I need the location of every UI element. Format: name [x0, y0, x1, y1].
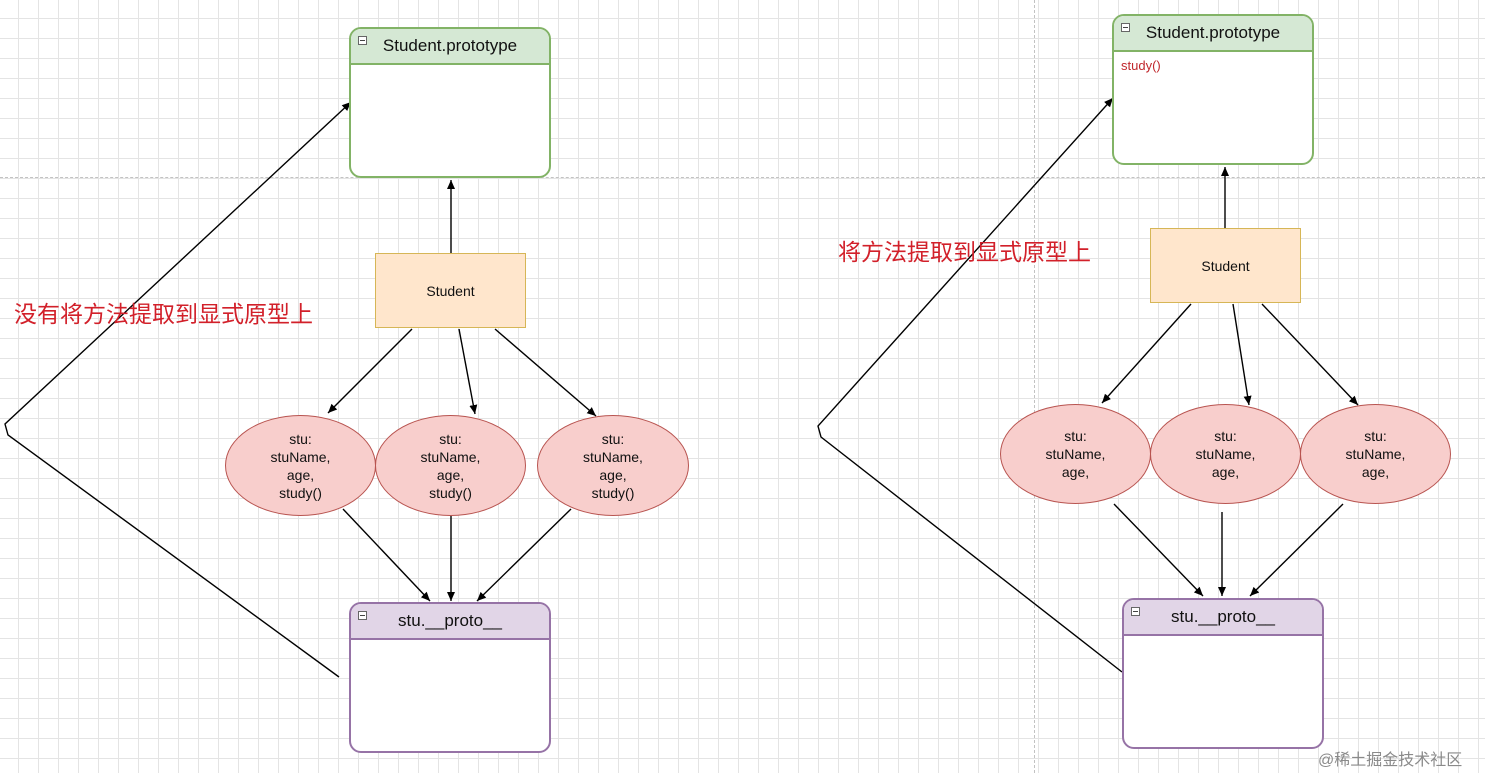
page-break-vertical [1034, 0, 1035, 773]
instance-line: stuName, [270, 448, 331, 465]
right-instance-3[interactable]: stu: stuName, age, [1300, 404, 1451, 504]
left-proto-box[interactable]: stu.__proto__ [349, 602, 551, 753]
edge-right-instance-3-to-proto[interactable] [1249, 503, 1344, 597]
collapse-icon[interactable] [1131, 607, 1140, 616]
instance-line: stuName, [1045, 446, 1106, 462]
instance-line: stu: [1214, 428, 1237, 444]
left-prototype-header[interactable]: Student.prototype [351, 29, 549, 65]
instance-line: age, [1361, 464, 1390, 480]
edge-left-instance-3-to-proto[interactable] [476, 508, 572, 602]
instance-line: stu: [601, 430, 625, 447]
edge-right-proto-to-prototype[interactable] [817, 97, 1123, 673]
left-proto-header[interactable]: stu.__proto__ [351, 604, 549, 640]
right-note: 将方法提取到显式原型上 [838, 239, 1091, 265]
edge-right-instance-1-to-proto[interactable] [1113, 503, 1204, 597]
right-prototype-title: Student.prototype [1145, 23, 1281, 42]
instance-line: age, [286, 466, 315, 483]
right-instance-2[interactable]: stu: stuName, age, [1150, 404, 1301, 504]
instance-line: stuName, [583, 448, 643, 465]
collapse-icon[interactable] [358, 611, 367, 620]
page-break-horizontal [0, 177, 1485, 178]
right-proto-box[interactable]: stu.__proto__ [1122, 598, 1324, 749]
edge-right-constructor-to-instance-2[interactable] [1232, 303, 1252, 406]
left-note: 没有将方法提取到显式原型上 [14, 301, 313, 327]
instance-line: study() [591, 484, 635, 501]
right-instance-1[interactable]: stu: stuName, age, [1000, 404, 1151, 504]
instance-line: stu: [289, 430, 312, 447]
right-prototype-box[interactable]: Student.prototype study() [1112, 14, 1314, 165]
edge-right-constructor-to-instance-3[interactable] [1261, 303, 1359, 406]
instance-line: stu: [439, 430, 462, 447]
edge-left-constructor-to-instance-1[interactable] [327, 328, 413, 414]
edge-left-constructor-to-instance-3[interactable] [494, 328, 597, 417]
right-prototype-members: study() [1121, 58, 1161, 73]
right-proto-title: stu.__proto__ [1171, 607, 1275, 626]
right-constructor-label: Student [1201, 257, 1250, 274]
collapse-icon[interactable] [1121, 23, 1130, 32]
left-instance-2[interactable]: stu: stuName, age, study() [375, 415, 526, 516]
instance-line: study() [429, 484, 472, 501]
right-prototype-header[interactable]: Student.prototype [1114, 16, 1312, 52]
instance-line: age, [436, 466, 465, 483]
left-prototype-title: Student.prototype [382, 36, 518, 55]
edge-right-constructor-to-instance-1[interactable] [1101, 303, 1192, 404]
instance-line: study() [279, 484, 322, 501]
instance-line: stuName, [1195, 446, 1256, 462]
left-prototype-box[interactable]: Student.prototype [349, 27, 551, 178]
right-constructor-box[interactable]: Student [1150, 228, 1301, 303]
left-instance-1[interactable]: stu: stuName, age, study() [225, 415, 376, 516]
watermark: @稀土掘金技术社区 [1318, 752, 1463, 769]
left-constructor-box[interactable]: Student [375, 253, 526, 328]
instance-line: stuName, [420, 448, 481, 465]
collapse-icon[interactable] [358, 36, 367, 45]
edge-left-proto-to-prototype[interactable] [4, 101, 352, 678]
instance-line: stuName, [1345, 446, 1406, 462]
right-proto-header[interactable]: stu.__proto__ [1124, 600, 1322, 636]
edge-left-constructor-to-instance-2[interactable] [458, 328, 478, 415]
left-proto-title: stu.__proto__ [398, 611, 502, 630]
instance-line: age, [1061, 464, 1090, 480]
left-constructor-label: Student [426, 282, 475, 299]
left-prototype-members [351, 65, 549, 77]
instance-line: age, [1211, 464, 1240, 480]
left-instance-3[interactable]: stu: stuName, age, study() [537, 415, 689, 516]
edge-left-instance-1-to-proto[interactable] [342, 508, 431, 602]
instance-line: stu: [1064, 428, 1087, 444]
instance-line: stu: [1364, 428, 1387, 444]
instance-line: age, [599, 466, 627, 483]
